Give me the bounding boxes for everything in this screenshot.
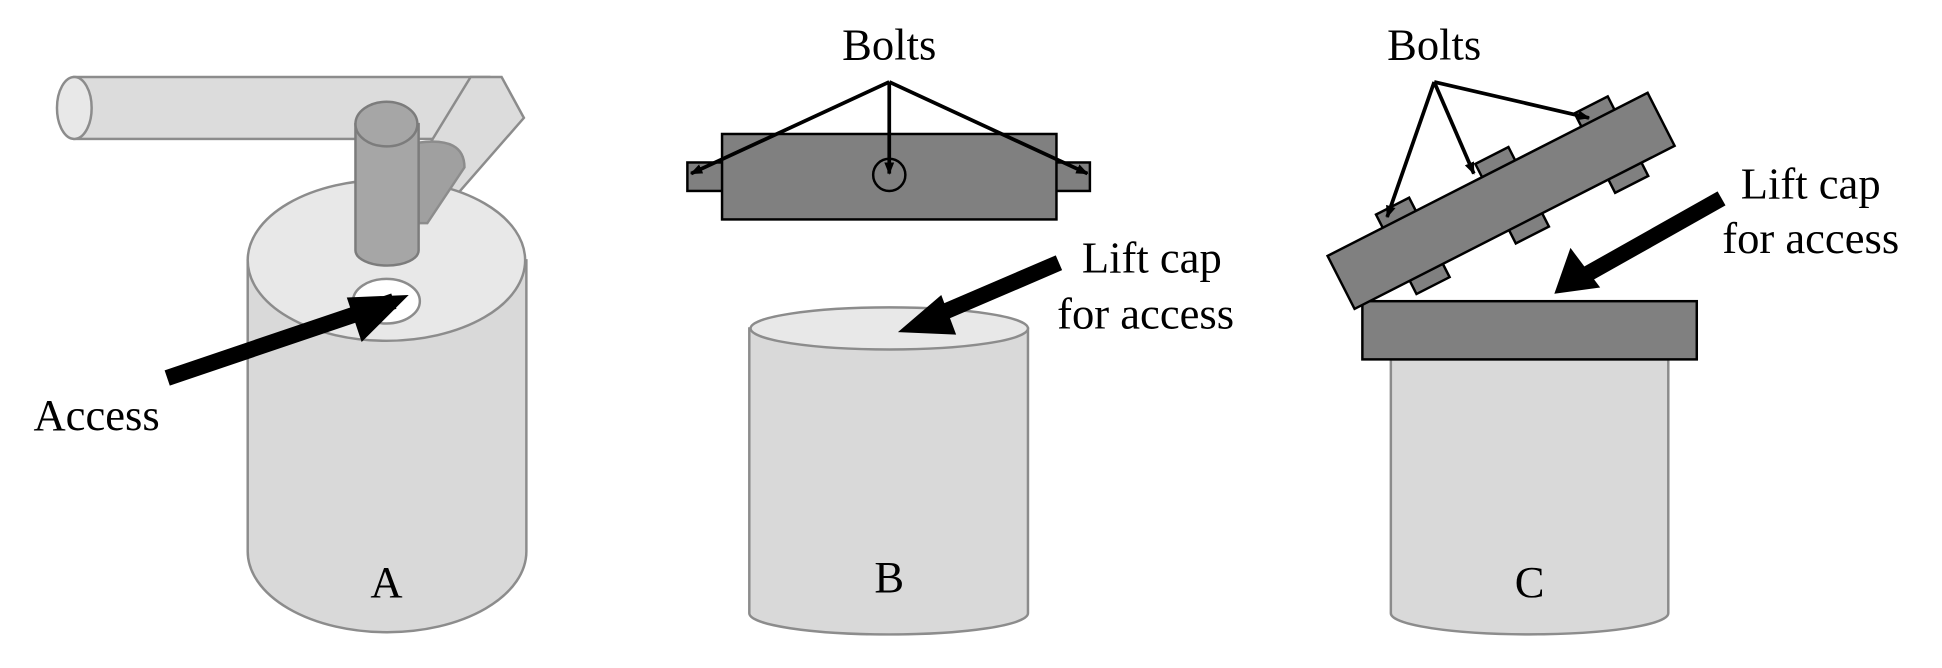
bolts-label-c: Bolts — [1387, 20, 1481, 70]
panel-a: Access A — [33, 75, 528, 634]
tank-cylinder-b — [748, 306, 1030, 636]
panel-c: Bolts Lift cap for access C — [1325, 20, 1899, 636]
panel-label-c: C — [1515, 557, 1545, 607]
horizontal-pipe — [55, 75, 526, 238]
tilted-cap-c — [1325, 91, 1677, 311]
bolts-callout-lines-c — [1385, 80, 1591, 219]
lift-arrow-b — [925, 255, 1063, 326]
vertical-pipe — [354, 100, 466, 267]
tank-cylinder-a — [246, 178, 528, 634]
for-access-label-c: for access — [1722, 213, 1899, 263]
for-access-label-b: for access — [1057, 288, 1234, 338]
flange-c — [1361, 299, 1699, 361]
access-label: Access — [33, 390, 159, 440]
bolts-callout-lines — [689, 80, 1089, 176]
lift-cap-label-b: Lift cap — [1082, 233, 1222, 283]
lift-cap-label-c: Lift cap — [1741, 158, 1881, 208]
bolts-label-b: Bolts — [842, 20, 936, 70]
panel-b: Bolts Lift cap for access B — [686, 20, 1234, 636]
panel-label-a: A — [370, 557, 402, 607]
panel-label-b: B — [874, 552, 904, 602]
lift-arrow-c — [1581, 191, 1726, 283]
